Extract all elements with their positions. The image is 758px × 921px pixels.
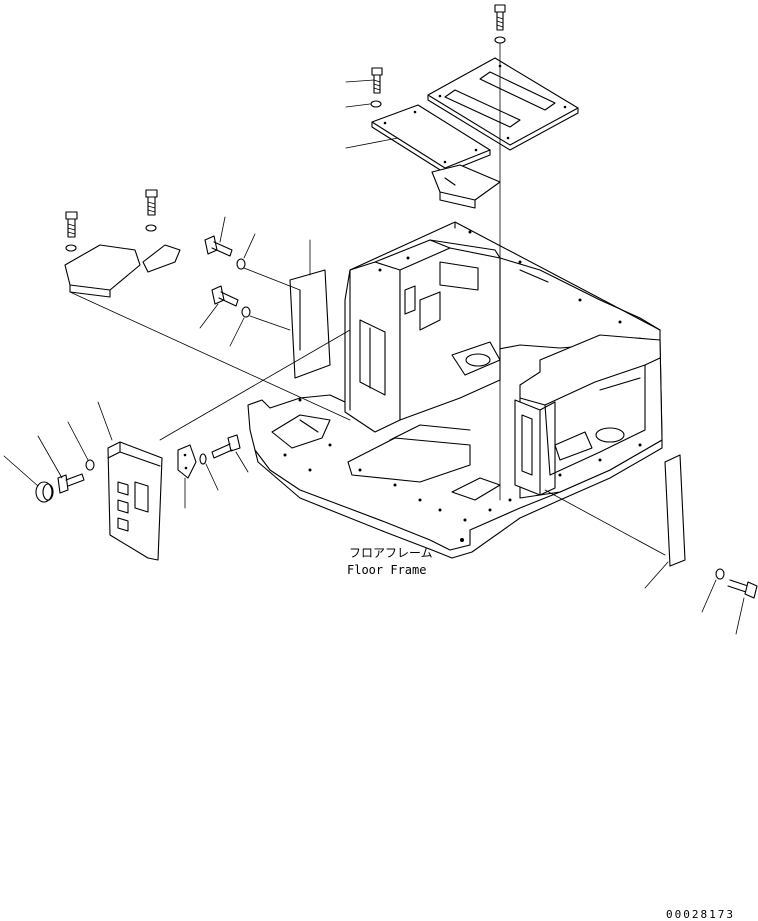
- clip-bracket: [177, 444, 197, 479]
- access-panel-left: [107, 441, 163, 561]
- bolt-upper-left: [370, 67, 383, 108]
- left-cover-plate: [64, 244, 181, 298]
- mounting-bracket: [431, 164, 501, 209]
- part-name-japanese: フロアフレーム: [349, 546, 433, 560]
- bolt-mid-1: [204, 235, 246, 270]
- top-cover-plate-large: [427, 57, 579, 151]
- side-plate-right: [664, 454, 686, 567]
- frame-holes: [283, 230, 642, 542]
- part-name-english: Floor Frame: [347, 563, 426, 577]
- plug: [35, 481, 54, 503]
- bolt-panel-1: [57, 459, 95, 494]
- bolt-mid-2: [211, 285, 251, 318]
- top-bolt: [494, 4, 506, 44]
- bolt-left-1: [65, 211, 78, 252]
- bolt-left-2: [145, 189, 158, 232]
- floor-frame: [247, 221, 663, 559]
- side-plate-mid: [289, 269, 331, 379]
- bolt-right: [715, 568, 758, 599]
- leader-lines: [3, 42, 745, 635]
- bolt-panel-2: [199, 434, 241, 465]
- drawing-number: 00028173: [666, 908, 735, 921]
